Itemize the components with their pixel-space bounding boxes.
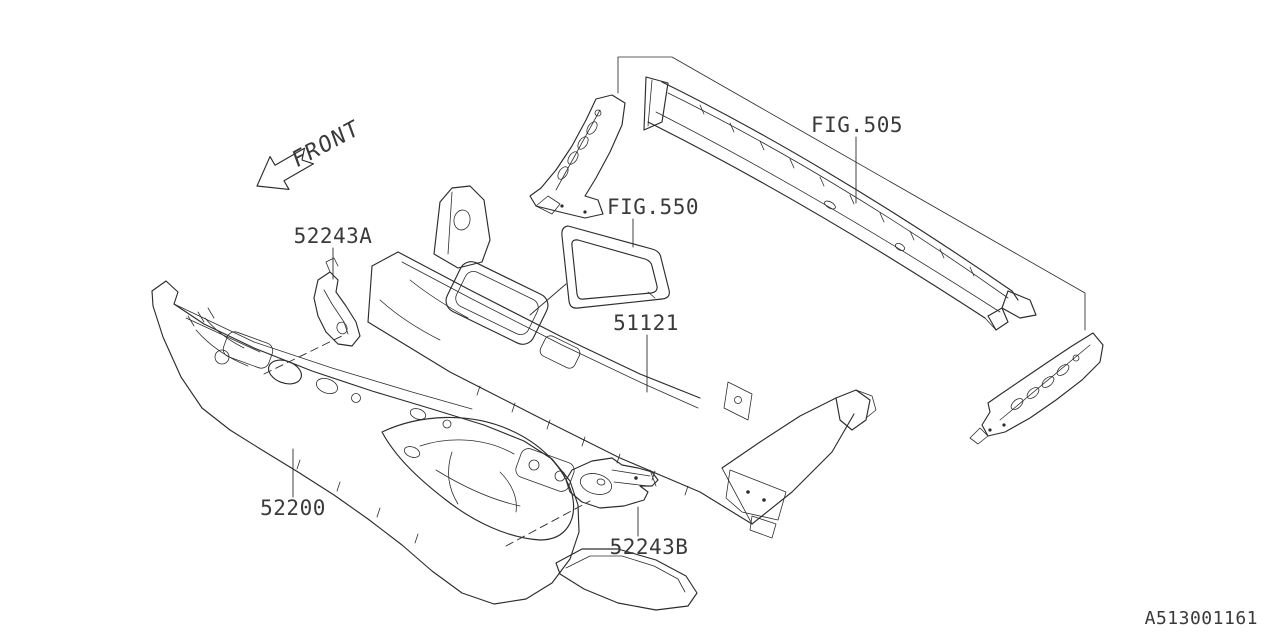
callouts: 52243A FIG.550 FIG.505 51121 52200 52243… (260, 113, 903, 559)
callout-52200[interactable]: 52200 (260, 496, 326, 520)
callout-52243B[interactable]: 52243B (610, 535, 689, 559)
assembly-witness-line (617, 56, 1086, 331)
callout-51121[interactable]: 51121 (613, 311, 679, 335)
part-drawing-bracket-52243B (565, 457, 659, 509)
callout-fig505[interactable]: FIG.505 (811, 113, 903, 137)
front-direction-indicator: FRONT (256, 115, 363, 191)
part-drawing-sealing-plate-fig550 (561, 225, 670, 309)
dashed-line-52243B (505, 500, 591, 547)
part-drawing-dash-panel-51121 (367, 185, 877, 539)
part-drawing-pillar-bracket-right (969, 332, 1104, 445)
front-arrow-icon (256, 147, 315, 191)
dashed-line-52243A (263, 335, 343, 375)
part-drawing-bracket-52243A (313, 257, 361, 347)
callout-52243A[interactable]: 52243A (294, 224, 373, 248)
diagram-id: A513001161 (1145, 608, 1258, 629)
front-label: FRONT (289, 115, 363, 174)
callout-fig550[interactable]: FIG.550 (607, 195, 699, 219)
part-drawing-cowl-assembly-fig505 (643, 76, 1037, 331)
part-drawing-toe-board-52200 (151, 280, 698, 611)
connector-fig550 (529, 283, 567, 316)
leader-lines (263, 136, 857, 547)
part-drawing-pillar-bracket-left (529, 94, 626, 219)
